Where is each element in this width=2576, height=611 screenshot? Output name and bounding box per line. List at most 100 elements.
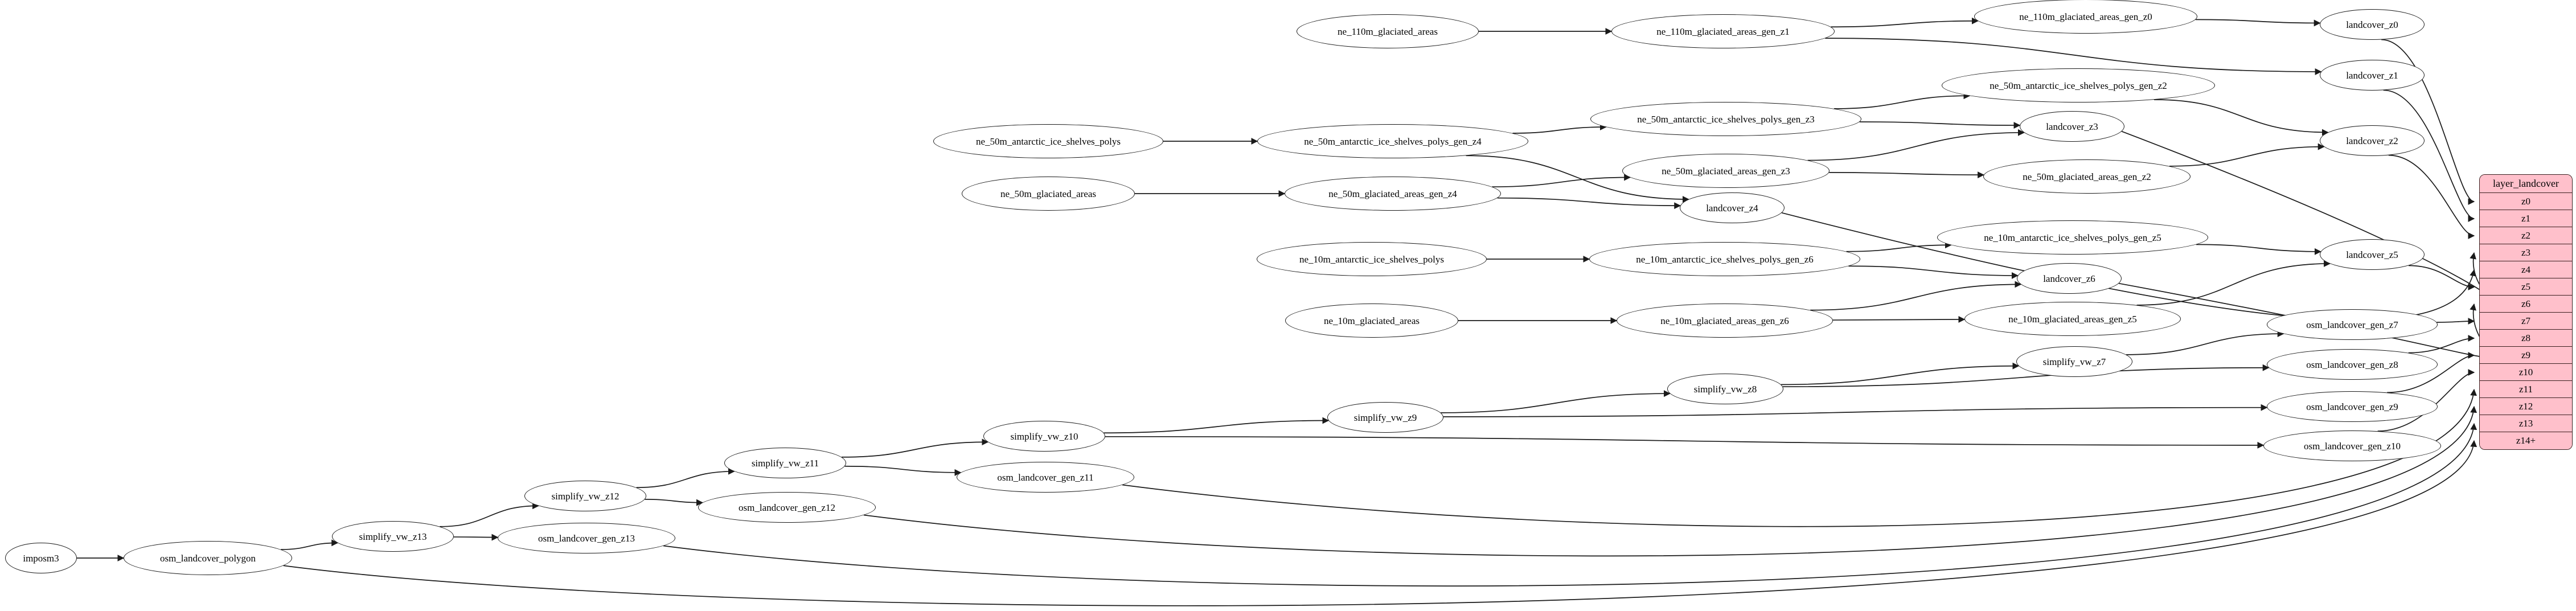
graph-node-landcover_z4[interactable]: landcover_z4	[1680, 192, 1785, 223]
graph-node-label: imposm3	[23, 552, 59, 564]
record-row-z1[interactable]: z1	[2480, 210, 2572, 227]
graph-edge-osm_landcover_gen_z8--to--record-8	[2408, 335, 2475, 354]
graph-node-ne_50m_glaciated_areas[interactable]: ne_50m_glaciated_areas	[962, 177, 1135, 211]
graph-edge-ne_50m_antarctic_ice_shelves_polys_gen_z3--to--ne_50m_antarctic_ice_shelves_polys_gen_z2	[1833, 92, 1971, 109]
graph-node-label: simplify_vw_z12	[551, 490, 620, 502]
graph-node-label: ne_10m_glaciated_areas	[1323, 315, 1420, 326]
graph-node-label: ne_10m_antarctic_ice_shelves_polys_gen_z…	[1636, 253, 1814, 265]
graph-node-ne_50m_antarctic_ice_shelves_polys[interactable]: ne_50m_antarctic_ice_shelves_polys	[933, 124, 1163, 158]
graph-node-ne_50m_antarctic_ice_shelves_polys_gen_z2[interactable]: ne_50m_antarctic_ice_shelves_polys_gen_z…	[1942, 68, 2215, 102]
graph-edge-ne_10m_glaciated_areas_gen_z6--to--landcover_z6	[1810, 281, 2022, 311]
graph-node-simplify_vw_z10[interactable]: simplify_vw_z10	[983, 421, 1105, 452]
graph-edge-ne_50m_glaciated_areas_gen_z3--to--ne_50m_glaciated_areas_gen_z2	[1829, 171, 1985, 179]
graph-edge-ne_10m_antarctic_ice_shelves_polys_gen_z6--to--landcover_z6	[1848, 265, 2019, 279]
record-row-z5[interactable]: z5	[2480, 278, 2572, 296]
record-row-z8[interactable]: z8	[2480, 330, 2572, 347]
record-row-z7[interactable]: z7	[2480, 313, 2572, 330]
graph-node-label: landcover_z2	[2346, 135, 2398, 146]
graph-node-osm_landcover_gen_z7[interactable]: osm_landcover_gen_z7	[2267, 309, 2438, 340]
graph-node-label: simplify_vw_z7	[2042, 356, 2106, 367]
record-row-z2[interactable]: z2	[2480, 227, 2572, 244]
graph-node-label: ne_10m_glaciated_areas_gen_z6	[1660, 315, 1789, 326]
graph-node-label: osm_landcover_polygon	[159, 552, 256, 564]
graph-node-osm_landcover_gen_z8[interactable]: osm_landcover_gen_z8	[2267, 349, 2438, 380]
graph-node-label: landcover_z3	[2046, 121, 2098, 132]
graph-node-simplify_vw_z7[interactable]: simplify_vw_z7	[2016, 346, 2132, 377]
record-row-z11[interactable]: z11	[2480, 381, 2572, 398]
graph-node-landcover_z1[interactable]: landcover_z1	[2320, 60, 2425, 91]
graph-node-landcover_z6[interactable]: landcover_z6	[2017, 263, 2122, 294]
graph-edge-ne_50m_antarctic_ice_shelves_polys_gen_z3--to--landcover_z3	[1859, 121, 2021, 129]
graph-edge-landcover_z1--to--record-1	[2383, 89, 2475, 222]
graph-node-ne_10m_antarctic_ice_shelves_polys[interactable]: ne_10m_antarctic_ice_shelves_polys	[1257, 242, 1487, 276]
graph-node-label: simplify_vw_z9	[1353, 412, 1417, 423]
graph-node-osm_landcover_gen_z12[interactable]: osm_landcover_gen_z12	[698, 492, 876, 523]
record-row-z9[interactable]: z9	[2480, 347, 2572, 364]
record-row-z0[interactable]: z0	[2480, 193, 2572, 210]
graph-node-label: ne_50m_antarctic_ice_shelves_polys_gen_z…	[1637, 113, 1815, 125]
graph-node-landcover_z5[interactable]: landcover_z5	[2320, 239, 2425, 270]
graph-node-label: ne_10m_antarctic_ice_shelves_polys_gen_z…	[1984, 232, 2161, 243]
graph-node-ne_50m_glaciated_areas_gen_z3[interactable]: ne_50m_glaciated_areas_gen_z3	[1622, 154, 1830, 188]
graph-edge-simplify_vw_z10--to--simplify_vw_z9	[1104, 417, 1330, 434]
graph-node-osm_landcover_gen_z9[interactable]: osm_landcover_gen_z9	[2267, 391, 2438, 422]
record-header: layer_landcover	[2480, 175, 2572, 193]
graph-node-label: simplify_vw_z13	[359, 531, 427, 542]
graph-node-imposm3[interactable]: imposm3	[5, 543, 77, 573]
record-row-z4[interactable]: z4	[2480, 261, 2572, 278]
graph-node-label: osm_landcover_gen_z12	[739, 502, 835, 513]
graph-edge-osm_landcover_gen_z10--to--record-10	[2377, 369, 2475, 432]
graph-node-ne_50m_antarctic_ice_shelves_polys_gen_z3[interactable]: ne_50m_antarctic_ice_shelves_polys_gen_z…	[1590, 102, 1861, 136]
graph-node-simplify_vw_z13[interactable]: simplify_vw_z13	[332, 521, 454, 552]
graph-node-ne_50m_glaciated_areas_gen_z4[interactable]: ne_50m_glaciated_areas_gen_z4	[1285, 177, 1501, 211]
graph-node-ne_110m_glaciated_areas[interactable]: ne_110m_glaciated_areas	[1297, 14, 1479, 48]
graph-node-simplify_vw_z9[interactable]: simplify_vw_z9	[1327, 402, 1443, 433]
record-row-z6[interactable]: z6	[2480, 296, 2572, 313]
graph-edge-ne_110m_glaciated_areas_gen_z1--to--ne_110m_glaciated_areas_gen_z0	[1831, 17, 1979, 28]
graph-node-landcover_z2[interactable]: landcover_z2	[2320, 125, 2425, 156]
graph-node-ne_10m_antarctic_ice_shelves_polys_gen_z5[interactable]: ne_10m_antarctic_ice_shelves_polys_gen_z…	[1937, 220, 2208, 255]
graph-node-label: simplify_vw_z11	[751, 457, 819, 469]
graph-node-label: ne_110m_glaciated_areas_gen_z1	[1656, 26, 1790, 37]
graph-node-ne_50m_antarctic_ice_shelves_polys_gen_z4[interactable]: ne_50m_antarctic_ice_shelves_polys_gen_z…	[1257, 124, 1528, 158]
graph-node-ne_10m_glaciated_areas[interactable]: ne_10m_glaciated_areas	[1285, 304, 1458, 338]
graph-node-ne_110m_glaciated_areas_gen_z0[interactable]: ne_110m_glaciated_areas_gen_z0	[1974, 0, 2197, 34]
graph-node-ne_10m_antarctic_ice_shelves_polys_gen_z6[interactable]: ne_10m_antarctic_ice_shelves_polys_gen_z…	[1589, 242, 1860, 276]
graph-node-osm_landcover_gen_z13[interactable]: osm_landcover_gen_z13	[498, 523, 675, 553]
graph-edge-simplify_vw_z13--to--osm_landcover_gen_z13	[453, 534, 499, 541]
graph-node-label: ne_50m_antarctic_ice_shelves_polys	[976, 136, 1121, 147]
graph-edge-simplify_vw_z9--to--osm_landcover_gen_z9	[1443, 404, 2268, 417]
graph-node-label: osm_landcover_gen_z13	[538, 532, 635, 544]
graph-node-ne_10m_glaciated_areas_gen_z5[interactable]: ne_10m_glaciated_areas_gen_z5	[1964, 302, 2181, 336]
record-row-z10[interactable]: z10	[2480, 364, 2572, 381]
record-row-z3[interactable]: z3	[2480, 244, 2572, 261]
graph-node-label: ne_50m_glaciated_areas_gen_z2	[2023, 171, 2151, 182]
record-row-z12[interactable]: z12	[2480, 398, 2572, 415]
graph-node-landcover_z0[interactable]: landcover_z0	[2320, 9, 2425, 40]
graph-node-ne_110m_glaciated_areas_gen_z1[interactable]: ne_110m_glaciated_areas_gen_z1	[1611, 14, 1835, 48]
graph-edge-landcover_z3--to--record-3	[2121, 130, 2492, 299]
graph-node-label: osm_landcover_gen_z9	[2306, 401, 2398, 412]
graph-edge-landcover_z2--to--record-2	[2388, 154, 2475, 239]
graph-node-simplify_vw_z12[interactable]: simplify_vw_z12	[524, 481, 646, 511]
graph-edge-ne_50m_antarctic_ice_shelves_polys_gen_z4--to--landcover_z4	[1466, 155, 1689, 203]
graph-node-label: ne_50m_glaciated_areas_gen_z3	[1662, 165, 1790, 177]
graph-node-ne_50m_glaciated_areas_gen_z2[interactable]: ne_50m_glaciated_areas_gen_z2	[1983, 159, 2191, 194]
graph-edge-ne_50m_glaciated_areas_gen_z2--to--landcover_z2	[2169, 143, 2325, 167]
graph-node-landcover_z3[interactable]: landcover_z3	[2020, 111, 2124, 142]
graph-node-label: landcover_z4	[1706, 202, 1758, 214]
graph-edge-ne_10m_antarctic_ice_shelves_polys_gen_z6--to--ne_10m_antarctic_ice_shelves_polys_gen_z5	[1846, 241, 1952, 252]
graph-node-ne_10m_glaciated_areas_gen_z6[interactable]: ne_10m_glaciated_areas_gen_z6	[1617, 304, 1833, 338]
graph-node-simplify_vw_z8[interactable]: simplify_vw_z8	[1667, 374, 1783, 404]
record-row-z13[interactable]: z13	[2480, 415, 2572, 432]
graph-edge-landcover_z5--to--record-5	[2408, 265, 2475, 290]
graph-node-simplify_vw_z11[interactable]: simplify_vw_z11	[724, 448, 846, 478]
graph-node-osm_landcover_gen_z10[interactable]: osm_landcover_gen_z10	[2263, 430, 2441, 461]
graph-node-osm_landcover_polygon[interactable]: osm_landcover_polygon	[124, 541, 292, 575]
graph-edge-landcover_z0--to--record-0	[2381, 39, 2475, 205]
record-row-z14+[interactable]: z14+	[2480, 432, 2572, 449]
graph-node-osm_landcover_gen_z11[interactable]: osm_landcover_gen_z11	[957, 462, 1134, 493]
